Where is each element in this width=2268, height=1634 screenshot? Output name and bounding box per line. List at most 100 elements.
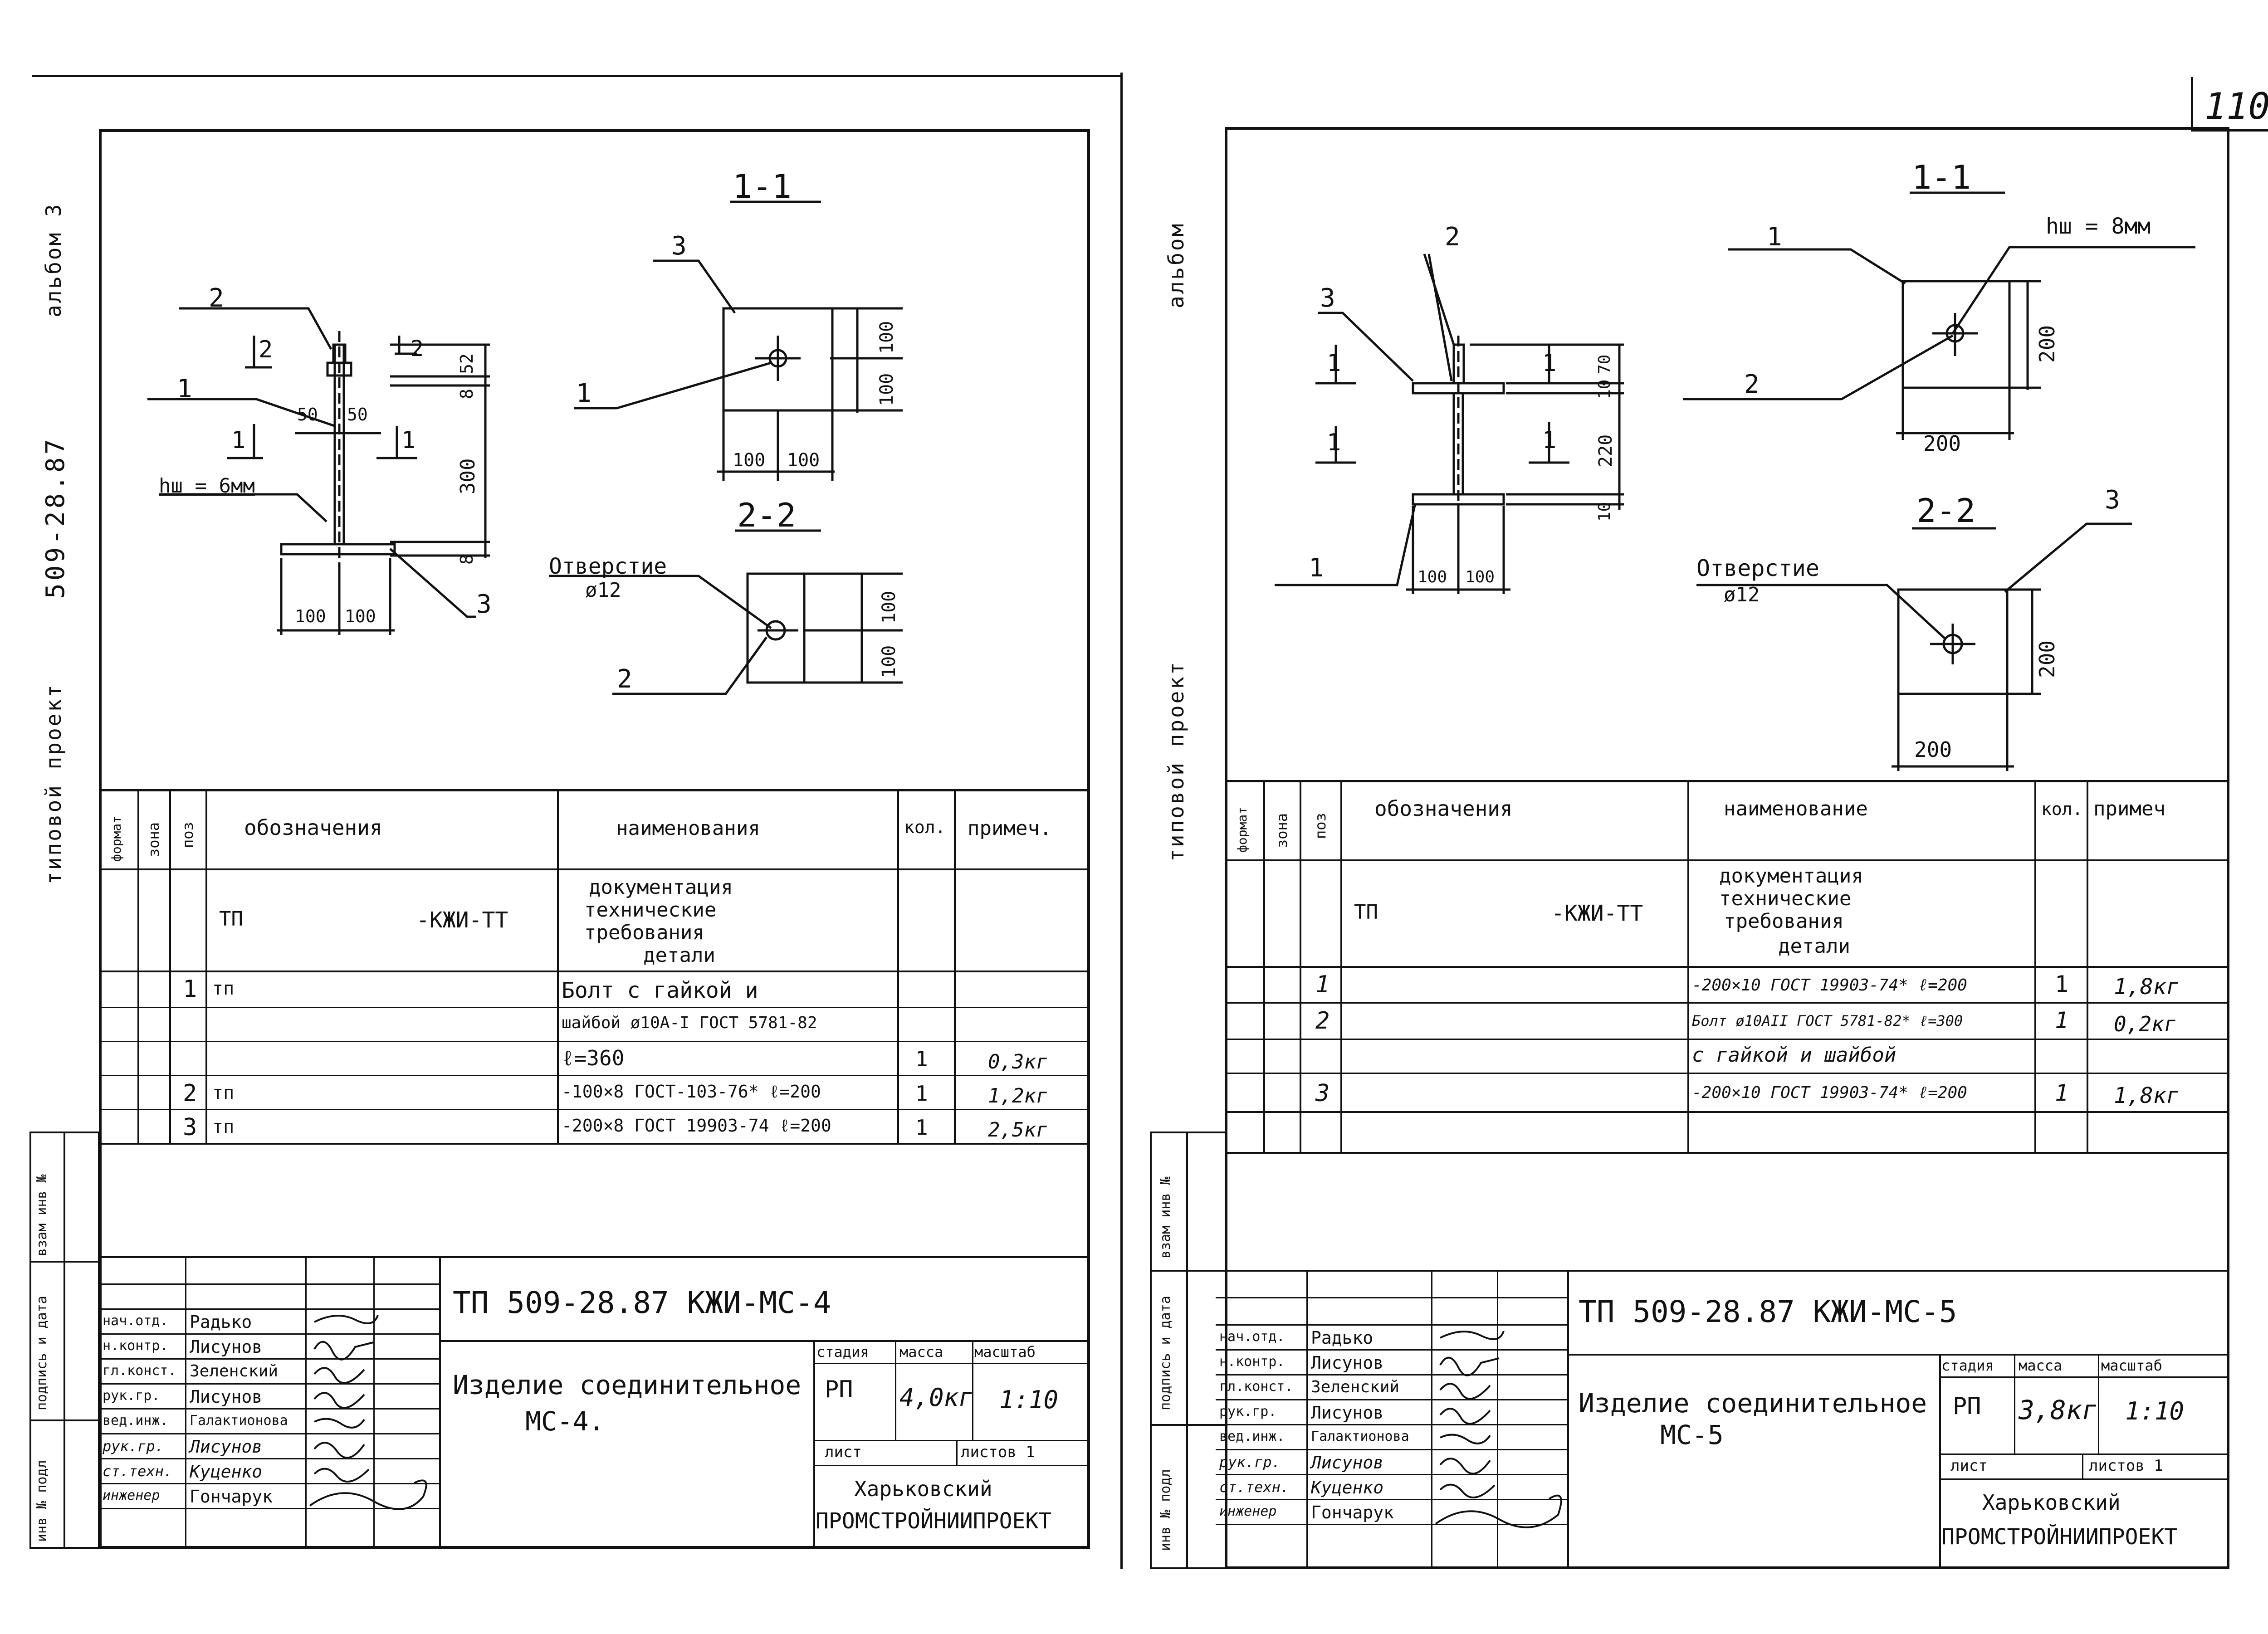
right-dim-100b: 100: [1465, 568, 1495, 586]
right-stamp-row2: [1150, 1424, 1227, 1426]
left-dim-8b: 8: [457, 554, 477, 565]
left-project-number: 509-28.87: [41, 436, 70, 599]
left-dim-100b: 100: [345, 606, 376, 626]
left-doc-code: -КЖИ-ТТ: [416, 907, 508, 933]
right-dim-70: 70: [1595, 354, 1614, 374]
left-row4-name: -100×8 ГОСТ-103-76* ℓ=200: [562, 1082, 821, 1102]
right-s22-dim200a: 200: [2035, 640, 2059, 678]
right-spec-table: формат зона поз обозначения наименование…: [1225, 780, 2229, 1156]
right-col-name: наименование: [1724, 797, 1868, 820]
left-side-mark2r: 2: [411, 336, 424, 361]
right-col-note: примеч: [2093, 797, 2165, 820]
right-album-label: альбом: [1164, 222, 1188, 308]
right-side-mark1d: 1: [1542, 427, 1557, 454]
left-s22-hole-label: Отверстие: [549, 554, 667, 579]
left-s11-pos3: 3: [671, 231, 687, 261]
left-s22-hole-diameter: ø12: [585, 579, 621, 602]
left-s22-pos2: 2: [617, 664, 632, 694]
left-side-pos1: 1: [177, 374, 192, 404]
left-staff-name-1: Радько: [190, 1312, 252, 1332]
left-stamp-row1: [29, 1261, 100, 1263]
right-s11-weld: hш = 8мм: [2046, 214, 2151, 239]
left-s11-pos1: 1: [576, 379, 591, 408]
right-staff-name-5: Галактионова: [1311, 1429, 1409, 1444]
left-org-city: Харьковский: [854, 1477, 992, 1501]
right-staff-name-6: Лисунов: [1311, 1453, 1384, 1473]
left-staff-name-7: Куценко: [190, 1462, 263, 1482]
right-stage-header: стадия: [1941, 1357, 1994, 1374]
right-stage-value: РП: [1953, 1393, 1981, 1420]
left-s11-dim100b: 100: [876, 373, 897, 406]
right-s22-pos3: 3: [2105, 485, 2120, 515]
right-section-2-2: 2-2: [1916, 492, 1976, 530]
right-side-pos2: 2: [1445, 222, 1460, 252]
left-col-designation: обозначения: [244, 815, 382, 840]
right-signatures: [1435, 1331, 1562, 1528]
left-title-code: ТП 509-28.87 КЖИ-МС-4: [453, 1285, 831, 1320]
left-row3-qty: 1: [915, 1047, 928, 1071]
page-divider: [1120, 73, 1123, 1569]
left-stage-value: РП: [825, 1376, 853, 1403]
left-spec-table: формат зона поз обозначения наименования…: [99, 789, 1090, 1161]
right-doc-name-2: технические: [1719, 887, 1852, 910]
right-s22-hole-label: Отверстие: [1696, 555, 1819, 581]
right-stamp-col: [1186, 1132, 1188, 1569]
left-mass-header: масса: [899, 1343, 943, 1361]
right-scale-value: 1:10: [2125, 1397, 2185, 1425]
right-row3-name: с гайкой и шайбой: [1692, 1044, 1897, 1067]
right-col-format: формат: [1235, 806, 1250, 853]
right-s11-pos1: 1: [1767, 222, 1782, 252]
right-section-1-1: 1-1: [1912, 158, 1971, 196]
right-side-mark1b: 1: [1327, 429, 1341, 456]
left-stamp-replaced-inv: взам инв №: [34, 1174, 50, 1256]
top-rule: [32, 75, 1120, 77]
left-sheet-label: лист: [825, 1443, 862, 1461]
left-row5-pos: 3: [183, 1114, 197, 1141]
left-staff-role-7: ст.техн.: [103, 1463, 173, 1480]
right-row1-qty: 1: [2055, 971, 2069, 997]
left-typical-project-label: типовой проект: [41, 683, 66, 884]
left-col-qty: кол.: [904, 817, 946, 837]
left-side-pos2: 2: [209, 283, 224, 313]
left-side-pos3: 3: [476, 590, 492, 619]
left-s22-dim100a: 100: [879, 590, 899, 624]
page-number: 110: [2204, 85, 2268, 127]
left-doc-name-1: документация: [589, 876, 733, 899]
right-item-name: Изделие соединительное: [1579, 1388, 1927, 1419]
right-staff-name-7: Куценко: [1311, 1478, 1384, 1497]
right-side-mark1a: 1: [1327, 350, 1341, 377]
left-row3-name: ℓ=360: [562, 1046, 625, 1070]
right-row2-qty: 1: [2055, 1007, 2069, 1034]
left-album-label: альбом 3: [41, 202, 66, 317]
left-row3-note: 0,3кг: [988, 1050, 1048, 1073]
right-doc-name-3: требования: [1724, 910, 1844, 933]
right-side-pos3: 3: [1320, 283, 1335, 313]
right-row1-name: -200×10 ГОСТ 19903-74* ℓ=200: [1692, 976, 1967, 995]
left-org-name: ПРОМСТРОЙНИИПРОЕКТ: [816, 1508, 1052, 1534]
right-staff-name-8: Гончарук: [1311, 1502, 1394, 1522]
left-col-note: примеч.: [968, 817, 1052, 840]
right-title-block: ТП 509-28.87 КЖИ-МС-5 нач.отд. Радько н.…: [1216, 1270, 2229, 1569]
left-staff-name-8: Гончарук: [190, 1487, 273, 1507]
left-doc-name-3: требования: [584, 921, 704, 944]
right-doc-code: -КЖИ-ТТ: [1551, 901, 1643, 926]
right-col-zone: зона: [1273, 813, 1290, 848]
right-doc-name-4: детали: [1778, 935, 1850, 958]
right-item-code: МС-5: [1660, 1419, 1724, 1450]
left-row1-des: тп: [212, 978, 235, 999]
right-dim-220: 220: [1595, 434, 1616, 467]
left-doc-tp: ТП: [219, 907, 243, 931]
left-row4-qty: 1: [915, 1081, 928, 1106]
left-stamp-inv-orig: инв № подл: [34, 1460, 50, 1542]
left-frame: [99, 129, 1090, 1549]
left-row4-pos: 2: [183, 1080, 197, 1107]
right-dim-10a: 10: [1595, 379, 1614, 399]
right-staff-role-2: н.контр.: [1219, 1354, 1285, 1370]
left-staff-name-2: Лисунов: [190, 1337, 263, 1357]
left-staff-role-2: н.контр.: [103, 1338, 168, 1354]
right-stamp-row1: [1150, 1270, 1227, 1272]
left-staff-name-3: Зеленский: [190, 1362, 279, 1380]
right-staff-name-3: Зеленский: [1311, 1378, 1400, 1396]
right-staff-name-4: Лисунов: [1311, 1403, 1384, 1423]
left-col-zone: зона: [145, 822, 162, 857]
